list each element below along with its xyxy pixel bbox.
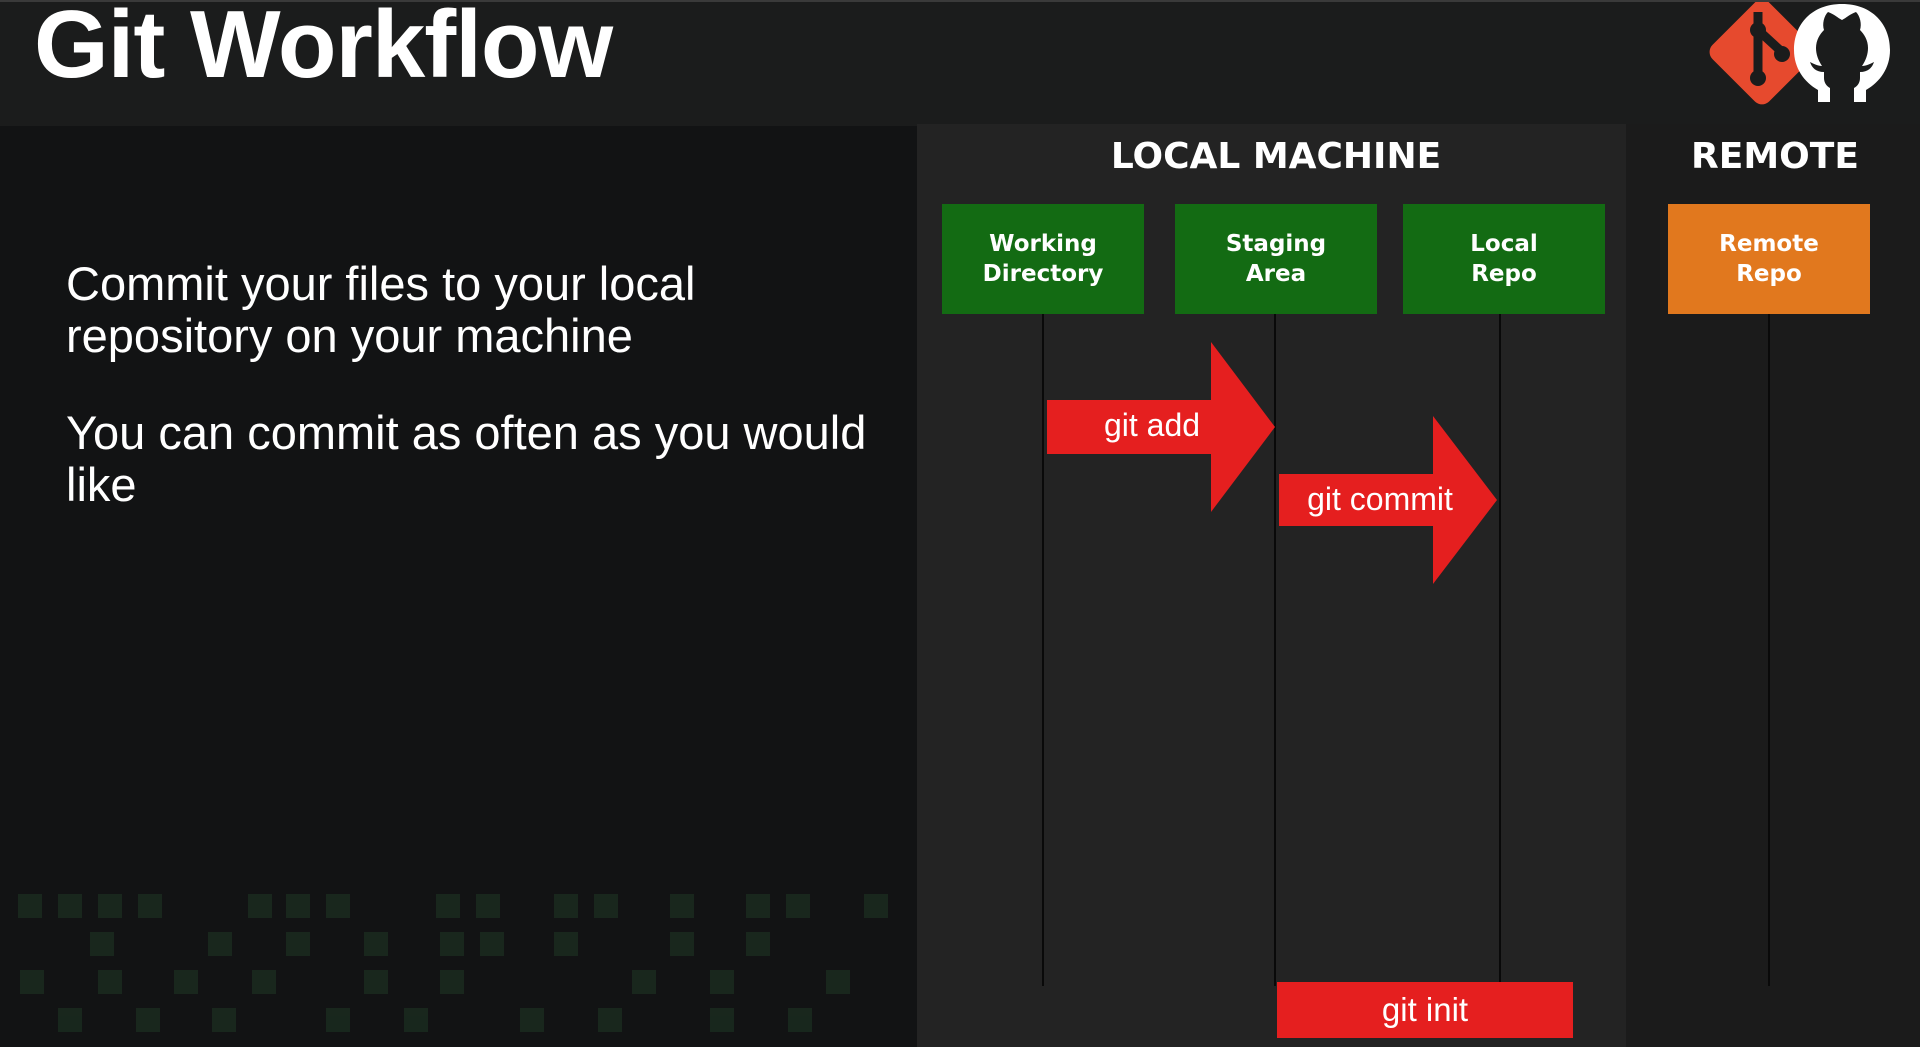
local-repo-box: Local Repo: [1403, 204, 1605, 314]
git-add-arrow: [1047, 342, 1275, 512]
decorative-mosaic: [18, 894, 888, 1032]
working-directory-box: Working Directory: [942, 204, 1144, 314]
git-commit-arrow: [1279, 416, 1497, 584]
git-init-bar: git init: [1277, 982, 1573, 1038]
paragraph-commit-files: Commit your files to your local reposito…: [66, 257, 696, 362]
paragraph-commit-often: You can commit as often as you would lik…: [66, 406, 867, 511]
local-repo-lane: [1499, 314, 1501, 986]
title-bar: Git Workflow: [0, 0, 1920, 126]
staging-area-lane: [1274, 314, 1276, 986]
staging-area-box: Staging Area: [1175, 204, 1377, 314]
remote-heading: REMOTE: [1691, 136, 1859, 177]
git-add-label: git add: [1103, 407, 1201, 443]
git-commit-label: git commit: [1307, 481, 1453, 517]
working-directory-lane: [1042, 314, 1044, 986]
local-machine-heading: LOCAL MACHINE: [1110, 136, 1442, 177]
git-logo-icon: [1709, 2, 1815, 105]
github-octocat-icon: [1794, 4, 1890, 102]
remote-repo-lane: [1768, 314, 1770, 986]
slide-title: Git Workflow: [34, 0, 613, 98]
remote-repo-box: Remote Repo: [1668, 204, 1870, 314]
